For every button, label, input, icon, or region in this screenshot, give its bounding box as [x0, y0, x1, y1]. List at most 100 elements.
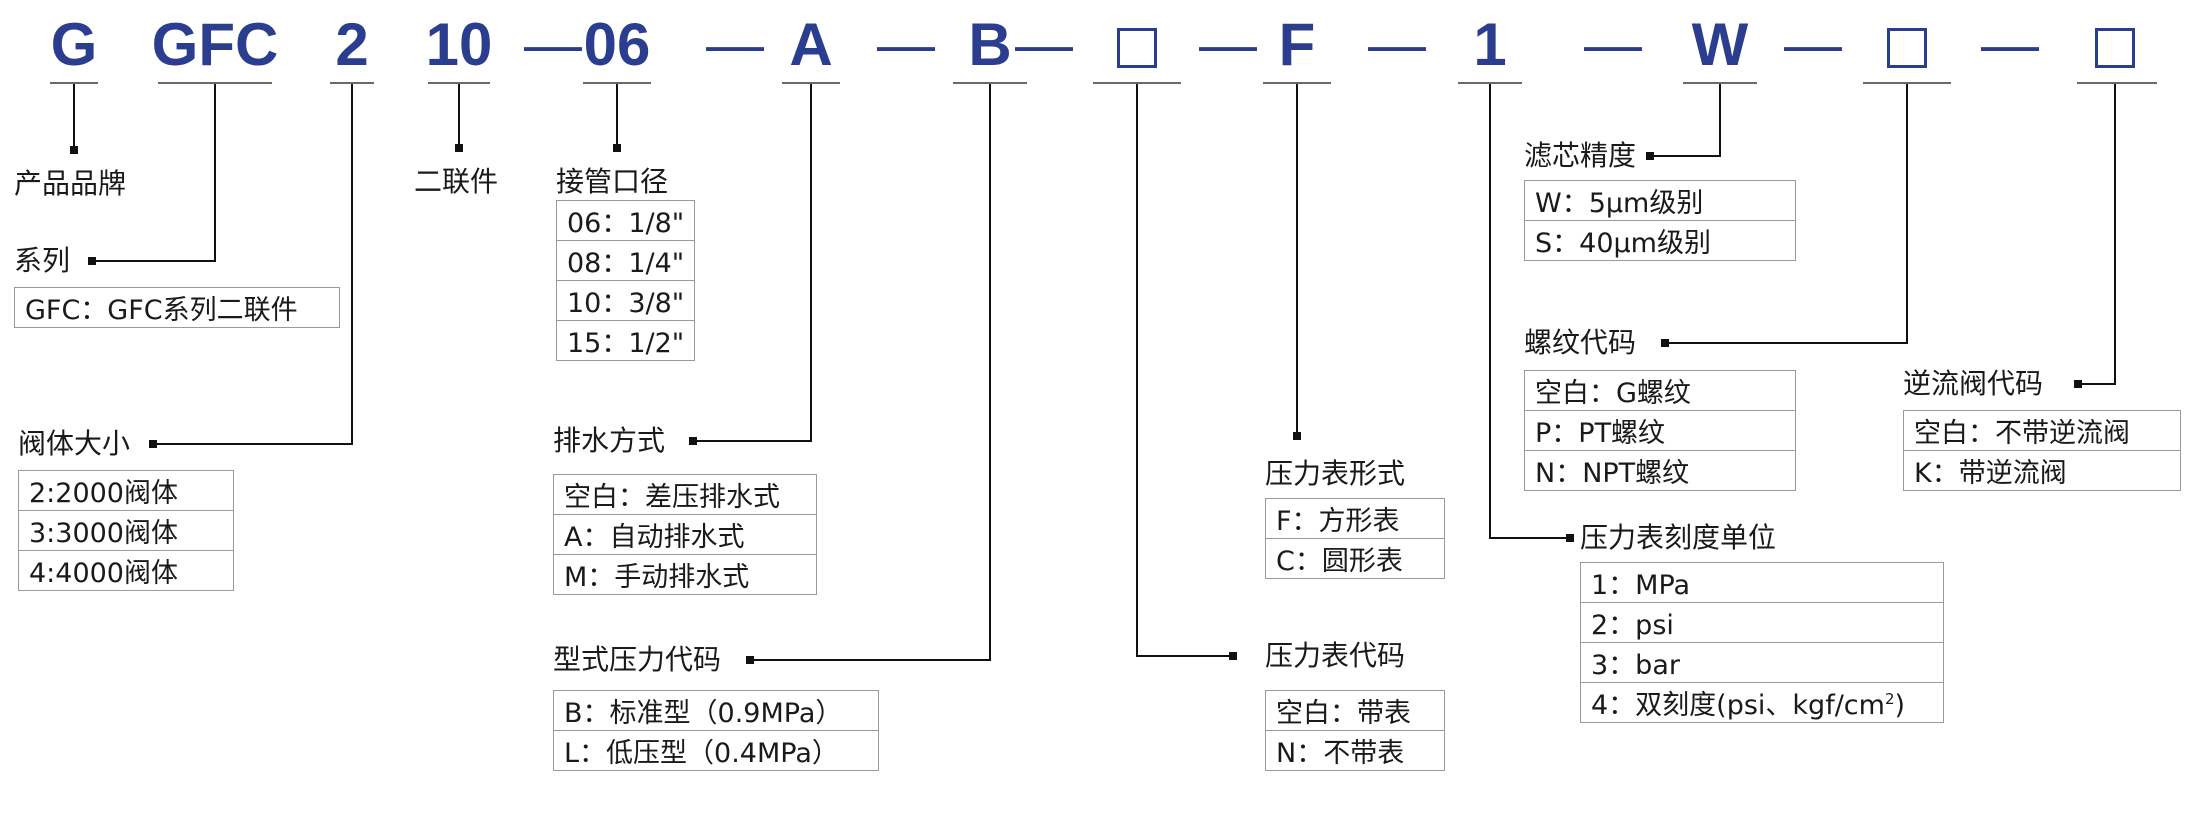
table-row: 15：1/2" — [555, 320, 696, 361]
connector-dot — [746, 656, 754, 664]
underline — [583, 82, 651, 84]
code-body-size: 2 — [335, 11, 369, 78]
gauge-shape-options-table: F：方形表 C：圆形表 — [1265, 498, 1445, 579]
connector-dot — [70, 146, 78, 154]
code-port-size: 06 — [583, 11, 651, 78]
table-cell: K：带逆流阀 — [1903, 450, 2181, 491]
table-cell: N：不带表 — [1265, 730, 1445, 771]
label-filter-precision: 滤芯精度 — [1524, 139, 1637, 172]
cell-text: 4：双刻度(psi、kgf/cm — [1591, 690, 1885, 721]
table-row: 10：3/8" — [555, 280, 696, 321]
code-separator: — — [877, 12, 935, 77]
table-row: 3:3000阀体 — [18, 510, 234, 551]
code-separator: — — [1368, 12, 1426, 77]
series-connector — [92, 84, 216, 262]
port-size-options-table: 06：1/8" 08：1/4" 10：3/8" 15：1/2" — [555, 200, 696, 361]
pressure-type-options-table: B：标准型（0.9MPa） L：低压型（0.4MPa） — [553, 690, 879, 771]
underline — [953, 82, 1027, 84]
code-separator: — — [1784, 12, 1842, 77]
connector-dot — [1661, 339, 1669, 347]
table-row: 空白：不带逆流阀 — [1903, 410, 2181, 451]
table-cell: 15：1/2" — [555, 320, 696, 361]
table-cell: 10：3/8" — [555, 280, 696, 321]
table-row: W：5μm级别 — [1524, 180, 1796, 221]
gauge-unit-connector — [1489, 84, 1570, 539]
gauge-unit-options-table: 1：MPa 2：psi 3：bar 4：双刻度(psi、kgf/cm2) — [1580, 562, 1944, 723]
table-row: N：NPT螺纹 — [1524, 450, 1796, 491]
table-cell: 4:4000阀体 — [18, 550, 234, 591]
table-cell: S：40μm级别 — [1524, 220, 1796, 261]
filter-precision-connector — [1650, 84, 1721, 157]
label-brand: 产品品牌 — [14, 167, 127, 200]
label-drain: 排水方式 — [553, 424, 666, 457]
table-row: 3：bar — [1580, 642, 1944, 683]
body-size-connector — [153, 84, 353, 445]
thread-options-table: 空白：G螺纹 P：PT螺纹 N：NPT螺纹 — [1524, 370, 1796, 491]
underline — [428, 82, 490, 84]
label-port-size: 接管口径 — [556, 165, 669, 198]
label-check-valve: 逆流阀代码 — [1903, 367, 2044, 400]
code-drain: A — [789, 11, 833, 78]
label-gauge-code: 压力表代码 — [1265, 639, 1406, 672]
label-gauge-shape: 压力表形式 — [1265, 457, 1406, 490]
connector-dot — [1566, 534, 1574, 542]
connector-dot — [1293, 432, 1301, 440]
label-body-size: 阀体大小 — [18, 427, 131, 460]
code-gauge-unit: 1 — [1473, 11, 1507, 78]
code-separator: — — [1199, 12, 1257, 77]
underline — [50, 82, 98, 84]
cell-text-suffix: ) — [1894, 690, 1906, 721]
table-row: S：40μm级别 — [1524, 220, 1796, 261]
table-cell: C：圆形表 — [1265, 538, 1445, 579]
table-row: GFC：GFC系列二联件 — [14, 287, 340, 328]
check-valve-options-table: 空白：不带逆流阀 K：带逆流阀 — [1903, 410, 2181, 491]
superscript: 2 — [1884, 690, 1895, 708]
underline — [1863, 82, 1951, 84]
connector-dot — [455, 144, 463, 152]
table-row: B：标准型（0.9MPa） — [553, 690, 879, 731]
connector-dot — [2074, 380, 2082, 388]
thread-connector — [1665, 84, 1908, 344]
connector-dot — [1646, 152, 1654, 160]
code-gauge-shape: F — [1278, 11, 1316, 78]
code-unit: 10 — [425, 11, 493, 78]
filter-precision-options-table: W：5μm级别 S：40μm级别 — [1524, 180, 1796, 261]
table-cell: 2:2000阀体 — [18, 470, 234, 511]
label-gauge-unit: 压力表刻度单位 — [1580, 521, 1777, 554]
underline — [782, 82, 840, 84]
table-cell: B：标准型（0.9MPa） — [553, 690, 879, 731]
table-cell: P：PT螺纹 — [1524, 410, 1796, 451]
code-separator: — — [1584, 12, 1642, 77]
table-cell: 3：bar — [1580, 642, 1944, 683]
body-size-options-table: 2:2000阀体 3:3000阀体 4:4000阀体 — [18, 470, 234, 591]
table-row: 4:4000阀体 — [18, 550, 234, 591]
code-thread-box — [1887, 28, 1927, 68]
code-gauge-code-box — [1117, 28, 1157, 68]
underline — [330, 82, 374, 84]
pressure-type-connector — [750, 84, 991, 661]
code-separator: — — [706, 12, 764, 77]
connector-dot — [88, 257, 96, 265]
underline — [1458, 82, 1522, 84]
table-row: K：带逆流阀 — [1903, 450, 2181, 491]
table-cell: 4：双刻度(psi、kgf/cm2) — [1580, 682, 1944, 723]
label-thread: 螺纹代码 — [1524, 326, 1637, 359]
table-cell: N：NPT螺纹 — [1524, 450, 1796, 491]
table-cell: 1：MPa — [1580, 562, 1944, 603]
gauge-code-connector — [1136, 84, 1233, 657]
table-cell: A：自动排水式 — [553, 514, 817, 555]
code-separator: — — [524, 12, 582, 77]
table-cell: 08：1/4" — [555, 240, 696, 281]
table-cell: 06：1/8" — [555, 200, 696, 241]
table-row: 1：MPa — [1580, 562, 1944, 603]
code-brand: G — [50, 11, 98, 78]
label-series: 系列 — [14, 244, 71, 277]
table-row: 空白：带表 — [1265, 690, 1445, 731]
table-row: 空白：差压排水式 — [553, 474, 817, 515]
table-cell: 空白：G螺纹 — [1524, 370, 1796, 411]
code-separator: — — [1015, 12, 1073, 77]
connector-dot — [613, 144, 621, 152]
table-cell: 空白：差压排水式 — [553, 474, 817, 515]
code-series: GFC — [151, 11, 279, 78]
